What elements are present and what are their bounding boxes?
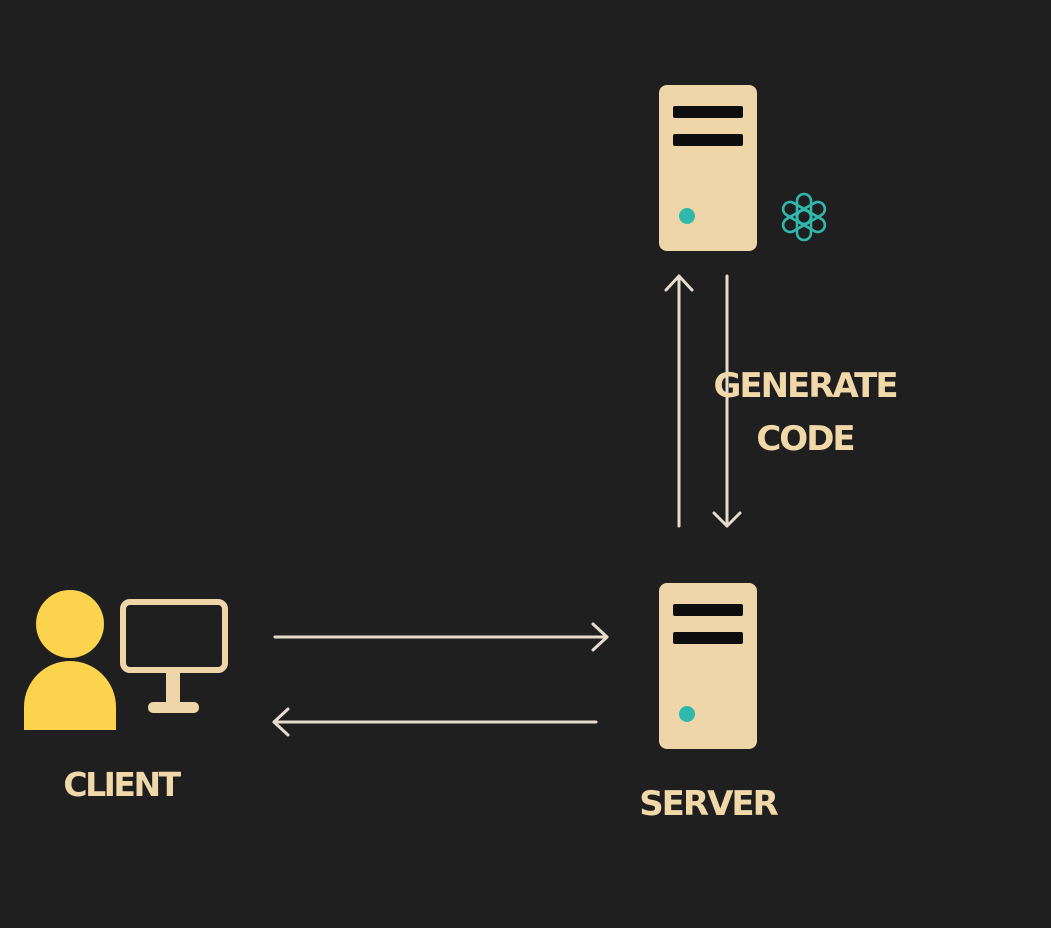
arrow-left <box>272 707 598 737</box>
arrow-right <box>273 622 609 652</box>
server-label: SERVER <box>639 784 778 824</box>
arrow-up <box>664 274 694 528</box>
client-label: CLIENT <box>63 765 181 804</box>
user-icon <box>24 590 116 730</box>
arrow-down <box>712 274 742 528</box>
server-slot-1 <box>673 604 743 616</box>
monitor-screen <box>120 599 228 673</box>
ai-server-slot-1 <box>673 106 743 118</box>
user-head <box>36 590 104 658</box>
server-slot-2 <box>673 632 743 644</box>
server-led <box>679 706 695 722</box>
generate-label-line2: CODE <box>756 419 853 459</box>
generate-label-line1: GENERATE <box>713 366 896 406</box>
ai-server-led <box>679 208 695 224</box>
monitor-base <box>148 702 199 713</box>
ai-server-slot-2 <box>673 134 743 146</box>
server-icon <box>659 583 757 749</box>
monitor-icon <box>120 599 228 713</box>
monitor-neck <box>166 670 180 704</box>
user-body <box>24 661 116 730</box>
ai-server-icon <box>659 85 757 251</box>
openai-logo-icon <box>781 192 827 242</box>
